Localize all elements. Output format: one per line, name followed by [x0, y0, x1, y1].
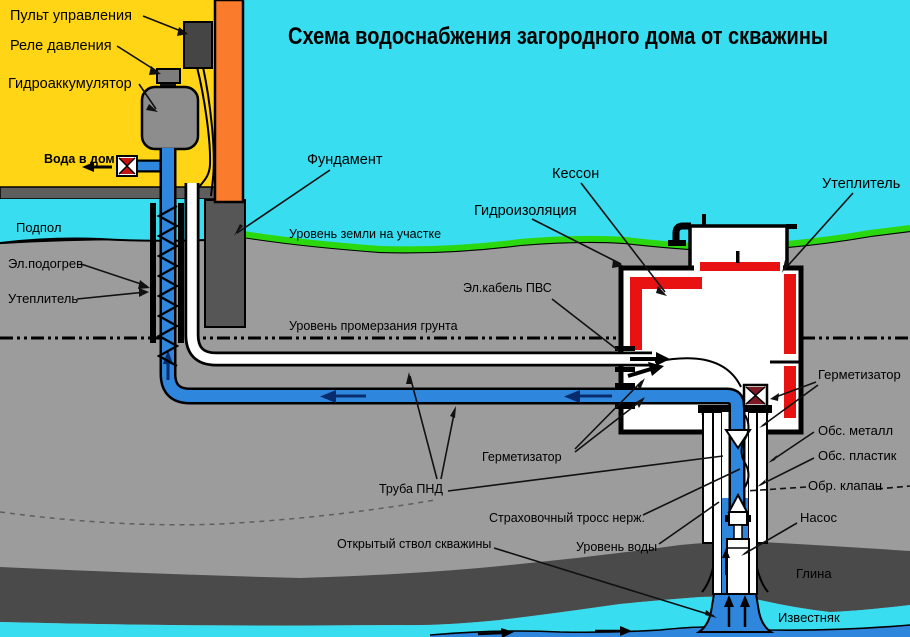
aquifer-water [430, 625, 910, 637]
caisson [618, 214, 804, 435]
vent-pipe [672, 222, 691, 244]
insulation-top-left [630, 277, 702, 289]
label-casing-plastic: Обс. пластик [818, 448, 897, 463]
downhole-equipment [724, 414, 752, 595]
casing-bottom-flare-left [701, 567, 714, 593]
label-el-heating: Эл.подогрев [8, 256, 83, 271]
label-pressure-relay: Реле давления [10, 38, 112, 54]
grass-strip [242, 225, 910, 253]
borehole-open-shaft [695, 593, 775, 633]
aquifer-flow-arrows [477, 548, 750, 637]
vent-base [668, 240, 686, 246]
label-open-borehole: Открытый ствол скважины [337, 537, 491, 551]
label-caisson: Кессон [552, 166, 599, 182]
foundation-block [204, 199, 246, 328]
hatch-lid-flap [786, 224, 797, 229]
label-casing-metal: Обс. металл [818, 423, 893, 438]
cable-conduit-pipe [184, 183, 652, 367]
label-waterproofing: Гидроизоляция [474, 203, 577, 219]
label-clay: Глина [796, 566, 832, 581]
clay-layer [0, 541, 910, 626]
soil-boundary-dashed-curve [0, 499, 436, 526]
label-pump: Насос [800, 510, 837, 525]
label-check-valve: Обр. клапан [808, 478, 882, 493]
label-insulation-left: Утеплитель [8, 291, 78, 306]
label-water-level: Уровень воды [576, 540, 657, 554]
insulation-neck-strip [700, 262, 780, 271]
pump-coupling-nub-right [747, 515, 751, 522]
label-foundation: Фундамент [307, 152, 383, 168]
pump-coupling-nub-left [725, 515, 729, 522]
label-frost-level: Уровень промерзания грунта [289, 319, 458, 333]
label-safety-cable: Страховочный тросс нерж. [489, 511, 645, 525]
label-sealer-right: Герметизатор [818, 367, 901, 382]
safety-cable-squiggle [740, 414, 750, 488]
hydroaccumulator-tank [140, 85, 200, 151]
neck-tick [736, 251, 740, 263]
control-panel-box [183, 21, 213, 69]
insulation-right-wall-upper [784, 274, 796, 354]
leader-lines [76, 15, 910, 618]
wellhead-sealer [742, 383, 769, 408]
label-ground-level: Уровень земли на участке [289, 227, 441, 241]
heating-cable-spiral [156, 204, 180, 368]
control-panel-cable [195, 66, 212, 193]
pressure-relay-box [156, 68, 181, 84]
pump-coupling [728, 511, 748, 526]
label-limestone: Известняк [778, 610, 840, 625]
insulation-left-wall [630, 277, 642, 350]
pump-power-cable [202, 66, 215, 197]
label-hydroaccumulator: Гидроаккумулятор [8, 76, 132, 92]
label-control-panel: Пульт управления [10, 8, 132, 24]
water-to-house-arrow [82, 162, 112, 172]
label-insulation-right: Утеплитель [822, 176, 900, 192]
aquifer-water-top-line [429, 624, 910, 636]
hatch-handle [702, 214, 706, 227]
label-el-cable: Эл.кабель ПВС [463, 281, 552, 295]
riser-insulation-bar-left [150, 203, 156, 343]
house-wall [213, 0, 245, 204]
cable-curve-in-caisson [654, 357, 742, 388]
diagram-title: Схема водоснабжения загородного дома от … [288, 23, 828, 50]
casing-bottom-flare-right [756, 567, 769, 593]
label-crawl-space: Подпол [16, 220, 61, 235]
label-water-to-house: Вода в дом [44, 152, 115, 166]
label-pipe-pnd: Труба ПНД [379, 482, 443, 496]
cable-arrows [627, 352, 670, 378]
wall-sleeves [615, 346, 635, 409]
label-sealer-left: Герметизатор [482, 450, 562, 464]
main-water-pipe [159, 148, 746, 514]
riser-insulation-bar-right [178, 203, 184, 343]
house-floor [0, 186, 216, 200]
tank-top-fitting [160, 82, 176, 89]
pump-neck [733, 524, 743, 540]
house-inlet-valve [116, 155, 138, 177]
